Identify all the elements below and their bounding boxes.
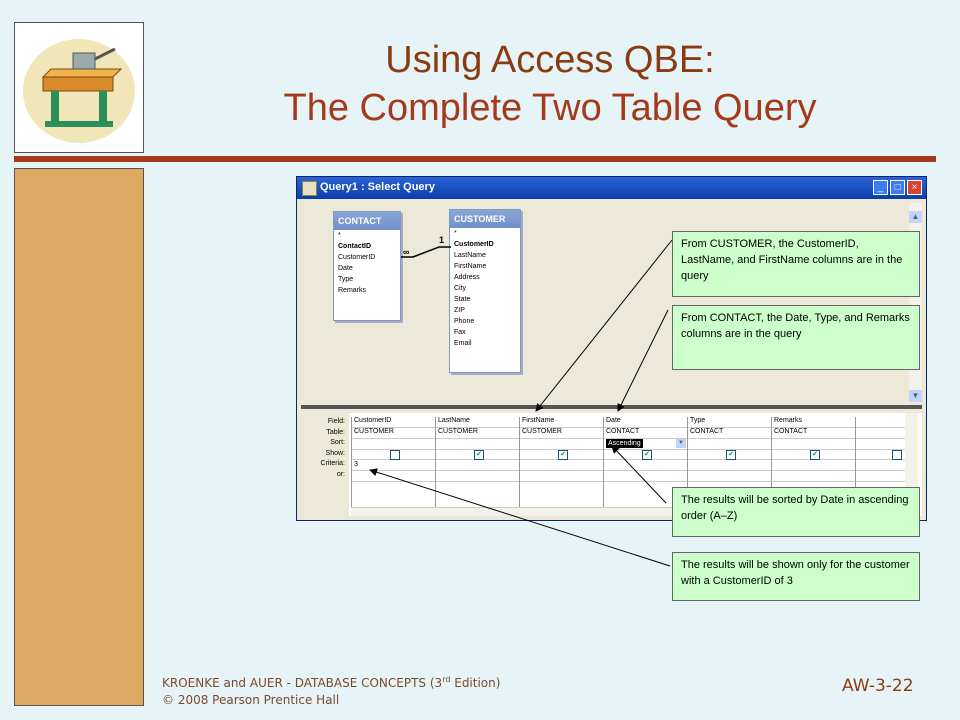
- cell-table[interactable]: CONTACT: [690, 428, 724, 435]
- cell-table[interactable]: CUSTOMER: [522, 428, 562, 435]
- field-item[interactable]: City: [454, 285, 467, 292]
- scroll-down-arrow[interactable]: ▼: [909, 390, 922, 402]
- query-icon: [302, 181, 317, 196]
- cell-field[interactable]: Remarks: [774, 417, 803, 424]
- show-checkbox-checked[interactable]: ✔: [810, 450, 820, 460]
- cell-table[interactable]: CUSTOMER: [354, 428, 394, 435]
- grid-row-labels: Field: Table: Sort: Show: Criteria: or:: [301, 413, 349, 516]
- grid-column[interactable]: Remarks CONTACT ✔: [771, 417, 856, 509]
- workbench-icon: [23, 39, 135, 143]
- grid-line: [351, 438, 905, 439]
- show-checkbox-checked[interactable]: ✔: [474, 450, 484, 460]
- slide-number: AW-3-22: [842, 676, 914, 696]
- field-item[interactable]: *: [454, 230, 457, 237]
- cell-criteria[interactable]: 3: [354, 461, 358, 468]
- footer-text: Edition): [450, 676, 501, 690]
- table-customer[interactable]: CUSTOMER * CustomerID LastName FirstName…: [449, 209, 521, 373]
- title-line-1: Using Access QBE:: [385, 39, 715, 81]
- field-item-key[interactable]: ContactID: [338, 243, 372, 250]
- grid-line: [351, 427, 905, 428]
- cell-field[interactable]: LastName: [438, 417, 470, 424]
- row-label: Table:: [326, 428, 345, 436]
- row-label: Criteria:: [320, 460, 345, 468]
- footer-text: KROENKE and AUER - DATABASE CONCEPTS (3: [162, 676, 443, 690]
- pane-splitter[interactable]: [301, 405, 922, 409]
- field-item[interactable]: Date: [338, 265, 353, 272]
- cell-table[interactable]: CONTACT: [606, 428, 640, 435]
- show-checkbox-checked[interactable]: ✔: [726, 450, 736, 460]
- table-customer-header[interactable]: CUSTOMER: [450, 210, 520, 228]
- grid-column[interactable]: Type CONTACT ✔: [687, 417, 772, 509]
- row-label: or:: [336, 470, 345, 478]
- close-button[interactable]: ×: [907, 180, 922, 195]
- title-divider: [14, 156, 936, 162]
- logo: [14, 22, 144, 153]
- callout-customer-columns: From CUSTOMER, the CustomerID, LastName,…: [672, 231, 920, 297]
- field-item[interactable]: ZIP: [454, 307, 465, 314]
- field-item[interactable]: Fax: [454, 329, 466, 336]
- grid-column[interactable]: [855, 417, 906, 509]
- show-checkbox[interactable]: [892, 450, 902, 460]
- field-item[interactable]: LastName: [454, 252, 486, 259]
- show-checkbox-checked[interactable]: ✔: [558, 450, 568, 460]
- callout-contact-columns: From CONTACT, the Date, Type, and Remark…: [672, 305, 920, 370]
- callout-criteria-note: The results will be shown only for the c…: [672, 552, 920, 601]
- field-item[interactable]: Address: [454, 274, 480, 281]
- cell-field[interactable]: FirstName: [522, 417, 555, 424]
- scroll-up-arrow[interactable]: ▲: [909, 211, 922, 223]
- field-item[interactable]: State: [454, 296, 471, 303]
- field-item[interactable]: Remarks: [338, 287, 367, 294]
- row-label: Field:: [327, 418, 345, 425]
- grid-column[interactable]: CustomerID CUSTOMER 3: [351, 417, 436, 509]
- cell-table[interactable]: CONTACT: [774, 428, 808, 435]
- field-item[interactable]: CustomerID: [338, 254, 376, 261]
- grid-column[interactable]: LastName CUSTOMER ✔: [435, 417, 520, 509]
- one-side-symbol: 1: [439, 235, 445, 245]
- cell-field[interactable]: Date: [606, 417, 621, 424]
- show-checkbox[interactable]: [390, 450, 400, 460]
- field-item[interactable]: Type: [338, 276, 354, 283]
- table-contact-header[interactable]: CONTACT: [334, 212, 400, 230]
- field-item[interactable]: Email: [454, 340, 472, 347]
- window-title: Query1 : Select Query: [320, 181, 435, 193]
- callout-sort-note: The results will be sorted by Date in as…: [672, 487, 920, 537]
- footer-superscript: rd: [442, 675, 451, 684]
- show-checkbox-checked[interactable]: ✔: [642, 450, 652, 460]
- row-label: Sort:: [330, 439, 345, 447]
- cell-table[interactable]: CUSTOMER: [438, 428, 478, 435]
- footer: KROENKE and AUER - DATABASE CONCEPTS (3r…: [162, 671, 500, 709]
- cell-field[interactable]: CustomerID: [354, 417, 392, 424]
- many-side-symbol: ∞: [403, 247, 410, 257]
- chevron-down-icon[interactable]: ▼: [676, 439, 686, 448]
- field-item[interactable]: FirstName: [454, 263, 487, 270]
- footer-line-2: © 2008 Pearson Prentice Hall: [162, 693, 340, 707]
- relationship-line: [401, 246, 451, 258]
- grid-column[interactable]: FirstName CUSTOMER ✔: [519, 417, 604, 509]
- field-item[interactable]: *: [338, 232, 341, 239]
- footer-line-1: KROENKE and AUER - DATABASE CONCEPTS (3r…: [162, 671, 500, 692]
- sort-select[interactable]: Ascending: [606, 439, 643, 448]
- field-item[interactable]: Phone: [454, 318, 475, 325]
- field-item-key[interactable]: CustomerID: [454, 241, 494, 248]
- row-label: Show:: [325, 449, 345, 457]
- maximize-button[interactable]: □: [890, 180, 905, 195]
- left-accent-bar: [14, 168, 144, 706]
- window-titlebar[interactable]: Query1 : Select Query _ □ ×: [297, 177, 926, 199]
- table-contact[interactable]: CONTACT * ContactID CustomerID Date Type…: [333, 211, 401, 321]
- title-line-2: The Complete Two Table Query: [283, 87, 817, 129]
- slide-title: Using Access QBE: The Complete Two Table…: [160, 36, 940, 132]
- minimize-button[interactable]: _: [873, 180, 888, 195]
- cell-field[interactable]: Type: [690, 417, 706, 424]
